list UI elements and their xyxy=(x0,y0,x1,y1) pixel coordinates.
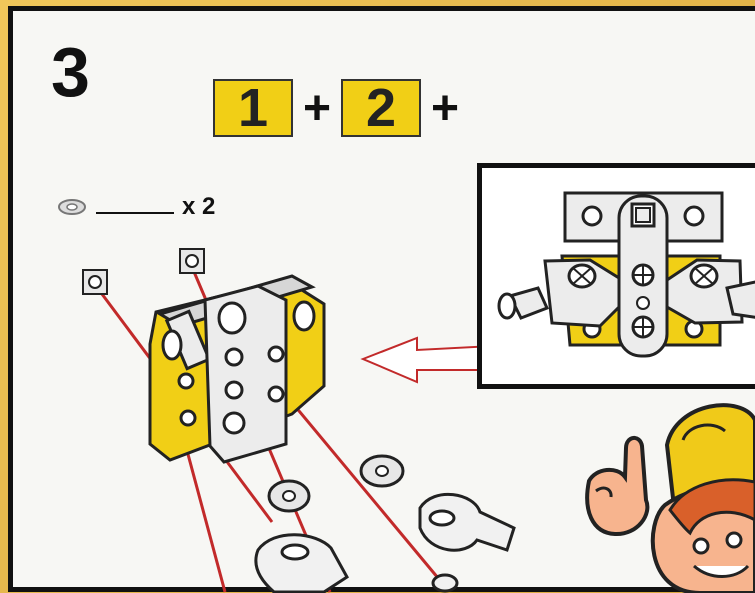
mascot-illustration xyxy=(0,0,755,593)
instruction-page: 3 1 + 2 + x 2 xyxy=(0,0,755,593)
